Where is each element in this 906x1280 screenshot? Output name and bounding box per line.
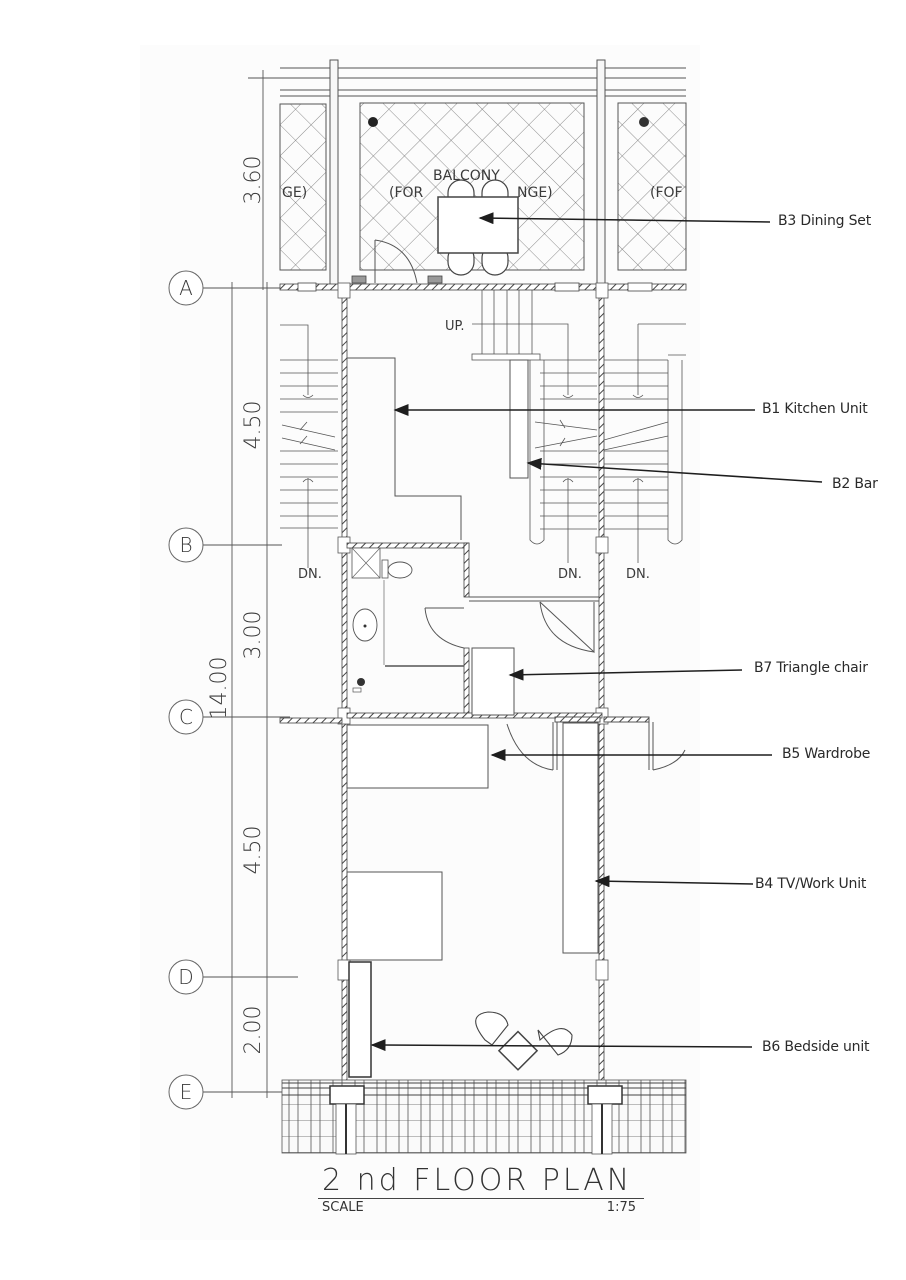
scale-value: 1:75 <box>606 1200 636 1215</box>
callout-b2-bar: B2 Bar <box>832 476 878 492</box>
stair-down-label-center: DN. <box>558 567 582 582</box>
callout-arrows <box>370 212 823 1052</box>
dimension-3-00: 3.00 <box>241 611 266 660</box>
dining-set-b3 <box>437 179 519 276</box>
dimension-4-50-upper: 4.50 <box>241 401 266 450</box>
grid-bubbles <box>168 270 204 1110</box>
wardrobe-b5 <box>346 724 489 789</box>
bedside-unit-b6 <box>348 961 372 1078</box>
stair-down-label-left: DN. <box>298 567 322 582</box>
lounge-chairs-table <box>475 1011 573 1071</box>
balcony-label: BALCONY <box>433 168 500 184</box>
grid-label-e: E <box>180 1080 193 1104</box>
callout-arrow-b6 <box>370 1039 753 1052</box>
balcony-sublabel-center-a: (FOR <box>389 185 424 201</box>
callout-b7-triangle-chair: B7 Triangle chair <box>754 660 868 676</box>
callout-arrow-b7 <box>508 668 743 681</box>
callout-arrow-b4 <box>594 875 754 888</box>
scale-label: SCALE <box>322 1200 364 1215</box>
title-block: 2 nd FLOOR PLAN SCALE 1:75 <box>318 1164 644 1215</box>
grid-label-d: D <box>178 965 193 989</box>
balcony-sublabel-right: (FOF <box>650 185 683 201</box>
callout-b5-wardrobe: B5 Wardrobe <box>782 746 871 762</box>
kitchen-unit-b1 <box>347 357 462 540</box>
drawing-title: 2 nd FLOOR PLAN <box>318 1164 644 1199</box>
callout-b4-tv-work-unit: B4 TV/Work Unit <box>755 876 867 892</box>
wall-line-a <box>279 275 687 292</box>
stair-down-label-right: DN. <box>626 567 650 582</box>
dimension-3-60: 3.60 <box>241 156 266 205</box>
callout-b3-dining-set: B3 Dining Set <box>778 213 871 229</box>
grid-label-b: B <box>179 533 192 557</box>
dimension-2-00: 2.00 <box>241 1006 266 1055</box>
bed <box>346 871 443 961</box>
overall-dimension-14-00: 14.00 <box>207 657 232 720</box>
center-stair <box>471 290 598 563</box>
balcony-sublabel-left: GE) <box>282 185 307 201</box>
dimension-4-50-lower: 4.50 <box>241 826 266 875</box>
balcony-sublabel-center-b: NGE) <box>517 185 553 201</box>
stair-up-label: UP. <box>445 319 464 334</box>
right-stair <box>603 323 686 563</box>
grid-label-a: A <box>179 276 193 300</box>
triangle-chair-b7 <box>471 647 515 716</box>
scale-row: SCALE 1:75 <box>318 1199 644 1215</box>
callout-b1-kitchen-unit: B1 Kitchen Unit <box>762 401 868 417</box>
tv-work-unit-b4 <box>562 722 599 954</box>
balcony-railing <box>248 67 686 97</box>
bedroom-doors <box>506 716 686 771</box>
facade-line-e <box>281 1079 687 1155</box>
grid-label-c: C <box>179 705 193 729</box>
callout-arrow-b2 <box>526 457 823 483</box>
dimension-lines <box>203 70 298 1098</box>
bar-b2 <box>509 359 529 479</box>
callout-arrow-b3 <box>478 212 771 225</box>
callout-b6-bedside-unit: B6 Bedside unit <box>762 1039 870 1055</box>
balcony-door <box>374 239 418 284</box>
corridor <box>469 596 599 654</box>
left-stair <box>280 324 338 568</box>
